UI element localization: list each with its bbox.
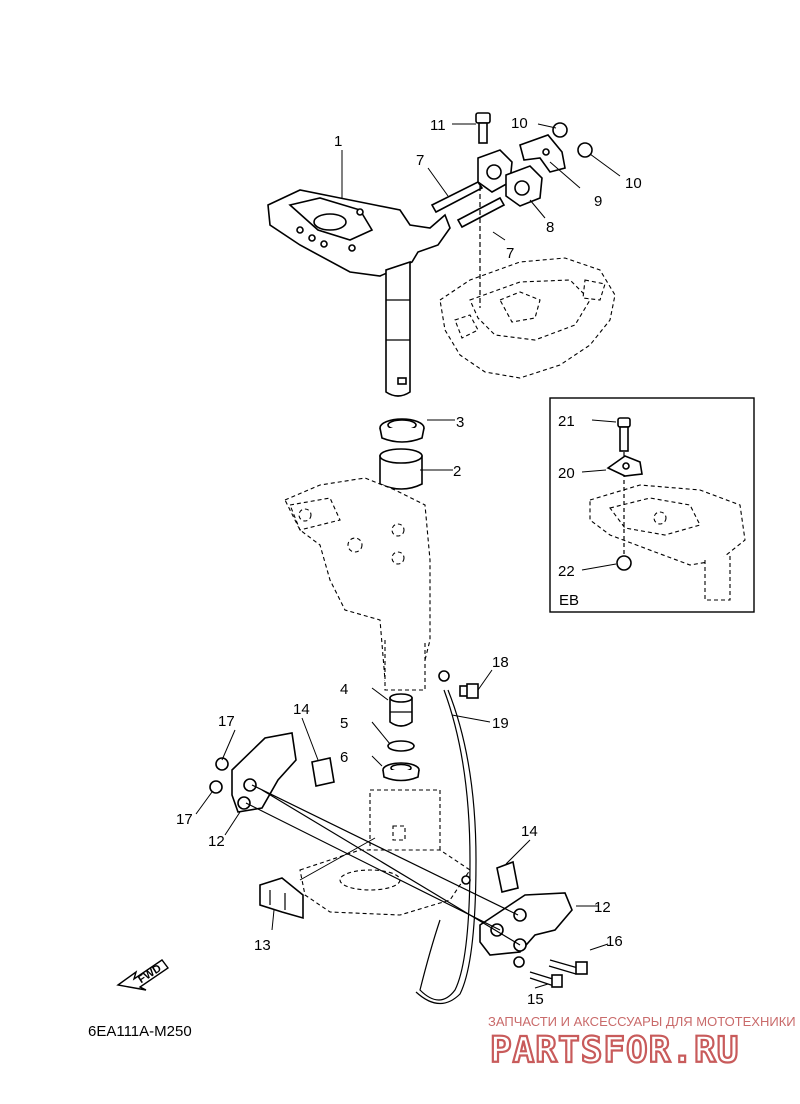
callout-labels: 1 2 3 4 5 6 7 7 8 9 10 10 11 12 12 13 14… <box>176 115 642 1008</box>
lower-mount-tubes <box>245 784 521 946</box>
callout-20: 20 <box>558 465 575 482</box>
callout-13: 13 <box>254 937 271 954</box>
lower-bracket-left-part-12 <box>231 732 297 813</box>
bolt-part-18 <box>459 683 479 699</box>
callout-22: 22 <box>558 563 575 580</box>
callout-5: 5 <box>340 715 348 732</box>
callout-16: 16 <box>606 933 623 950</box>
callout-17-upper: 17 <box>218 713 235 730</box>
mount-plate-part-9 <box>519 134 566 173</box>
bolt-part-16 <box>548 959 588 975</box>
upper-mount-housing <box>439 257 616 379</box>
callout-18: 18 <box>492 654 509 671</box>
watermark: ЗАПЧАСТИ И АКСЕССУАРЫ ДЛЯ МОТОТЕХНИКИ PA… <box>488 1014 796 1072</box>
callout-12-right: 12 <box>594 899 611 916</box>
callout-19: 19 <box>492 715 509 732</box>
swivel-bracket <box>284 477 431 691</box>
leader-lines <box>195 123 621 989</box>
stud-bolts-part-7 <box>430 180 506 308</box>
o-ring-part-5 <box>387 740 415 752</box>
callout-14-right: 14 <box>521 823 538 840</box>
callout-7-lower: 7 <box>506 245 514 262</box>
callout-10-right: 10 <box>625 175 642 192</box>
watermark-brand: PARTSFOR.RU <box>490 1030 739 1071</box>
seal-part-6 <box>382 762 420 782</box>
callout-1: 1 <box>334 133 342 150</box>
callout-3: 3 <box>456 414 464 431</box>
callout-11: 11 <box>430 117 446 134</box>
bushing-part-2 <box>379 448 423 490</box>
bolt-part-11 <box>475 112 491 144</box>
diagram-code: 6EA111A-M250 <box>88 1023 192 1040</box>
inset-tag: EB <box>559 592 579 609</box>
callout-10-left: 10 <box>511 115 528 132</box>
inset-eb: 21 20 22 EB <box>549 397 755 613</box>
callout-4: 4 <box>340 681 348 698</box>
callout-15: 15 <box>527 991 544 1008</box>
watermark-tagline: ЗАПЧАСТИ И АКСЕССУАРЫ ДЛЯ МОТОТЕХНИКИ <box>488 1014 796 1029</box>
rubber-damper-part-14 <box>311 757 519 893</box>
fwd-arrow-icon: FWD <box>116 959 170 991</box>
ground-lead-part-19 <box>415 670 525 1005</box>
nut-part-17 <box>209 757 229 794</box>
upper-mount-rubber-part-8 <box>477 149 543 207</box>
callout-12-left: 12 <box>208 833 225 850</box>
steering-bracket-part-1 <box>267 189 451 397</box>
callout-14-left: 14 <box>293 701 310 718</box>
callout-8: 8 <box>546 219 554 236</box>
lower-casing <box>299 789 471 916</box>
callout-7-upper: 7 <box>416 152 424 169</box>
callout-2: 2 <box>453 463 461 480</box>
nut-part-10 <box>552 122 593 158</box>
bushing-part-3 <box>379 418 425 443</box>
callout-6: 6 <box>340 749 348 766</box>
mount-rubber-part-13 <box>259 877 304 920</box>
bolt-part-15 <box>529 971 563 988</box>
callout-9: 9 <box>594 193 602 210</box>
lower-bracket-right-part-12 <box>479 892 573 956</box>
callout-17-lower: 17 <box>176 811 193 828</box>
bushing-part-4 <box>389 693 413 727</box>
callout-21: 21 <box>558 413 575 430</box>
